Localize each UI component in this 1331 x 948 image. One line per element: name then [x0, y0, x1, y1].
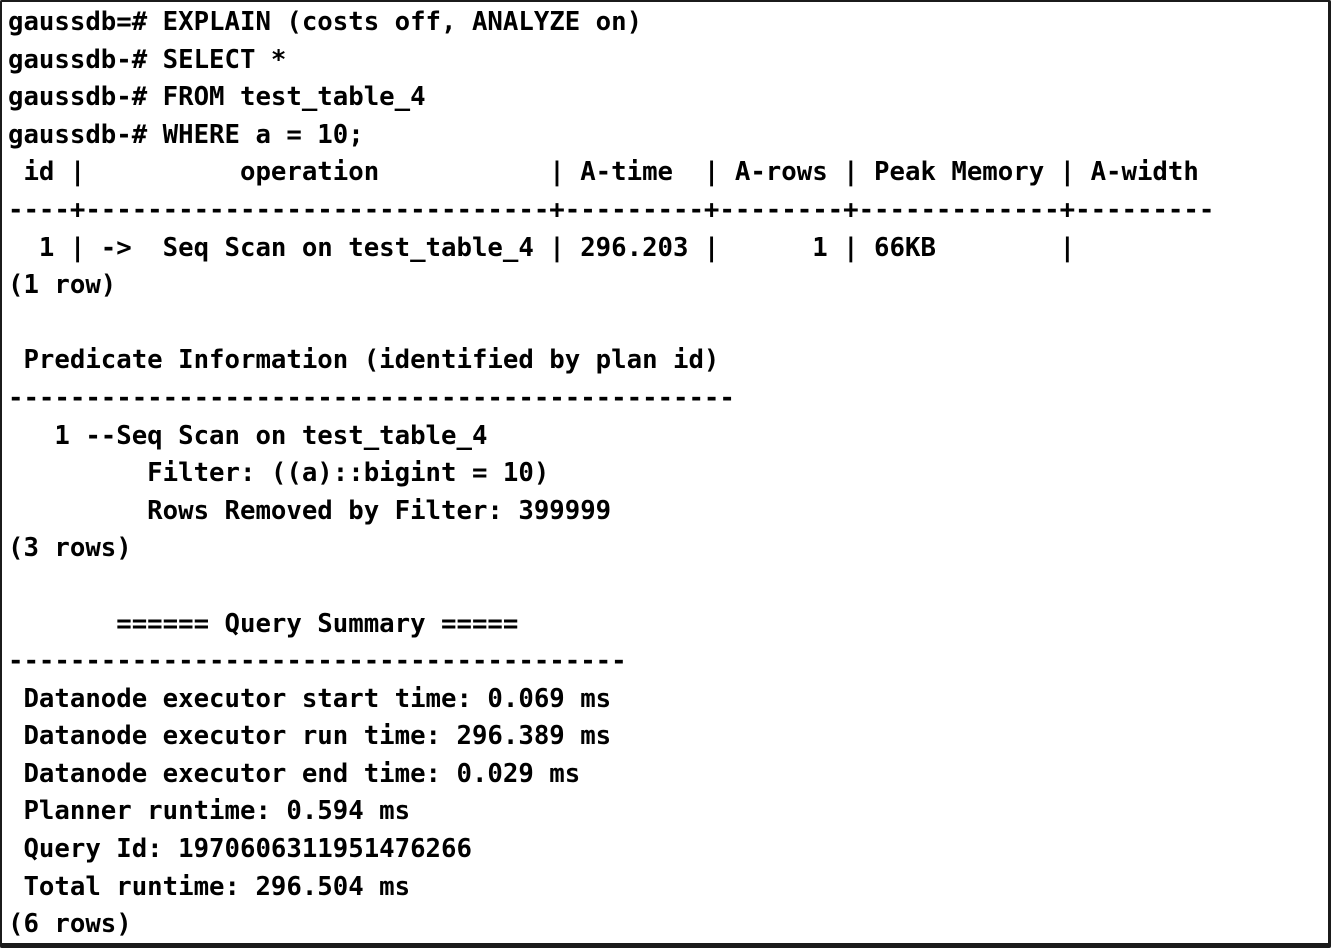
summary-separator-line: ----------------------------------------	[8, 646, 627, 677]
blank-line	[8, 305, 1328, 343]
summary-title-line: ====== Query Summary =====	[8, 608, 519, 639]
prompt-line-where: gaussdb-# WHERE a = 10;	[8, 119, 364, 150]
plan-table-row-line: 1 | -> Seq Scan on test_table_4 | 296.20…	[8, 232, 1076, 263]
predicate-entry-line: 1 --Seq Scan on test_table_4	[8, 420, 488, 451]
predicate-row-count: (3 rows)	[8, 533, 132, 564]
prompt-line-from: gaussdb-# FROM test_table_4	[8, 82, 426, 113]
predicate-separator-line: ----------------------------------------…	[8, 382, 735, 413]
summary-row-count: (6 rows)	[8, 909, 132, 940]
summary-query-id-line: Query Id: 1970606311951476266	[8, 834, 472, 865]
summary-end-time-line: Datanode executor end time: 0.029 ms	[8, 758, 581, 789]
prompt-line-select: gaussdb-# SELECT *	[8, 44, 287, 75]
predicate-filter-line: Filter: ((a)::bigint = 10)	[8, 458, 550, 489]
summary-start-time-line: Datanode executor start time: 0.069 ms	[8, 683, 612, 714]
summary-total-runtime-line: Total runtime: 296.504 ms	[8, 871, 411, 902]
summary-run-time-line: Datanode executor run time: 296.389 ms	[8, 721, 612, 752]
summary-planner-runtime-line: Planner runtime: 0.594 ms	[8, 796, 411, 827]
blank-line	[8, 568, 1328, 606]
predicate-rows-removed-line: Rows Removed by Filter: 399999	[8, 495, 612, 526]
plan-table-separator-line: ----+------------------------------+----…	[8, 194, 1215, 225]
plan-table-row-count: (1 row)	[8, 270, 117, 301]
predicate-title-line: Predicate Information (identified by pla…	[8, 345, 720, 376]
plan-table-header-line: id | operation | A-time | A-rows | Peak …	[8, 157, 1199, 188]
prompt-line-explain: gaussdb=# EXPLAIN (costs off, ANALYZE on…	[8, 7, 643, 37]
